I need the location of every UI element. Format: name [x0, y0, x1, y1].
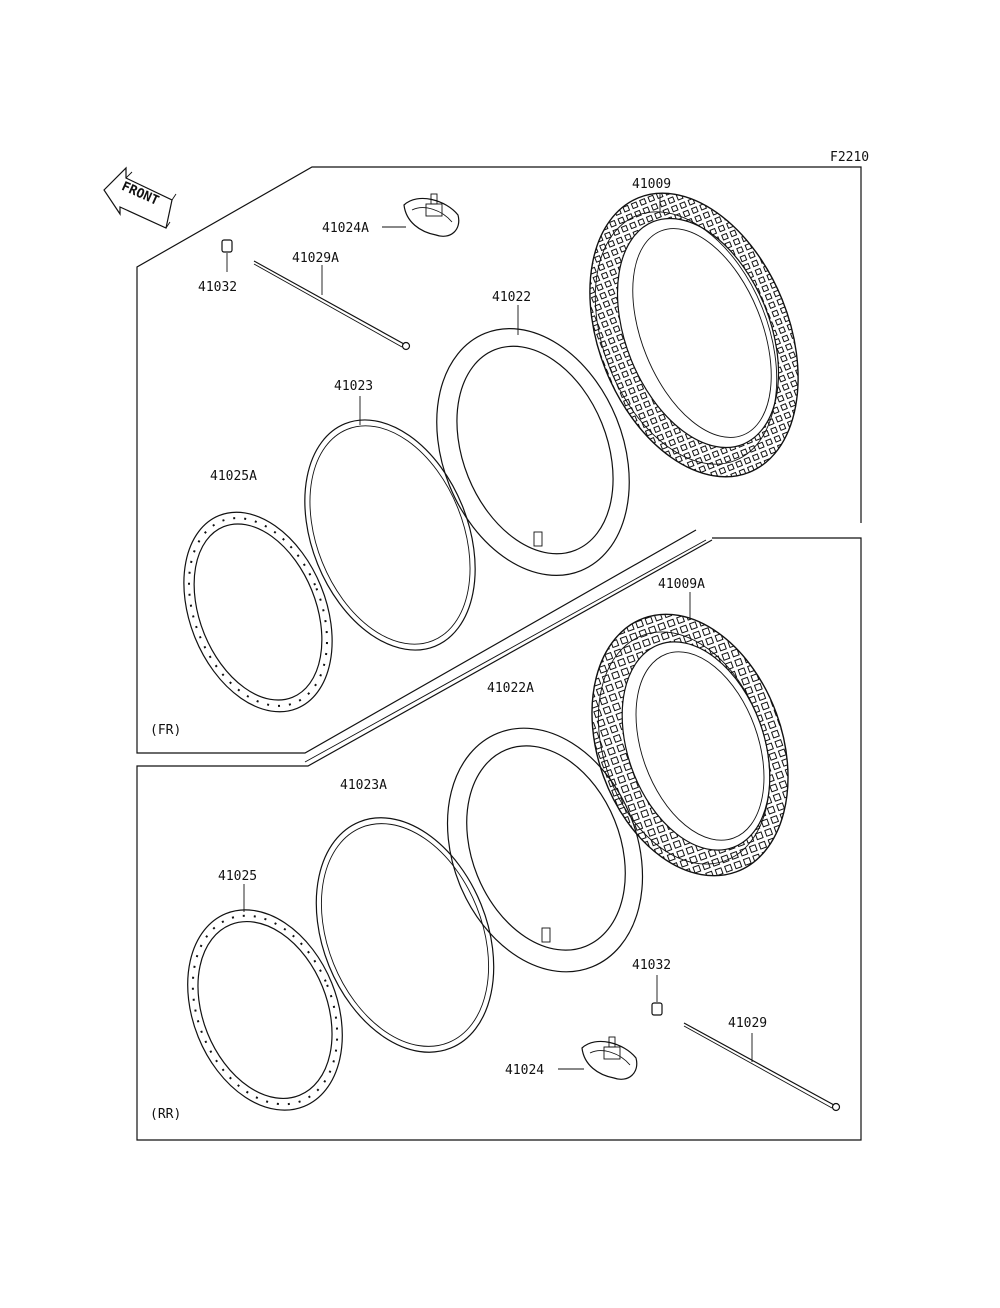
part-41022A-label: 41022A — [487, 681, 534, 696]
front-arrow-icon: FRONT — [103, 166, 177, 229]
figure-code: F2210 — [830, 150, 869, 165]
part-41029-label: 41029 — [728, 1016, 767, 1031]
rear-section-frame — [136, 537, 862, 1141]
rear-rim-ring — [315, 817, 495, 1053]
part-41025-label: 41025 — [218, 869, 257, 884]
rear-spoke — [683, 1022, 841, 1112]
front-rim — [183, 511, 333, 713]
front-section-frame — [136, 166, 862, 754]
front-section-label: (FR) — [150, 723, 181, 738]
part-41025A-label: 41025A — [210, 469, 257, 484]
rear-tube — [446, 727, 644, 973]
part-41022-label: 41022 — [492, 290, 531, 305]
part-41023A-label: 41023A — [340, 778, 387, 793]
front-spoke-nipple — [221, 239, 233, 253]
part-41032-rear-label: 41032 — [632, 958, 671, 973]
part-41024-label: 41024 — [505, 1063, 544, 1078]
rear-tire — [591, 613, 789, 877]
part-41009-label: 41009 — [632, 177, 671, 192]
rear-section-label: (RR) — [150, 1107, 181, 1122]
rear-spoke-nipple — [651, 1002, 663, 1016]
part-41009A-label: 41009A — [658, 577, 705, 592]
front-tire — [589, 192, 799, 478]
front-spoke — [253, 260, 411, 351]
rear-rim-band — [581, 1036, 638, 1080]
part-41032-front-label: 41032 — [198, 280, 237, 295]
part-41024A-label: 41024A — [322, 221, 369, 236]
part-41029A-label: 41029A — [292, 251, 339, 266]
front-arrow-label: FRONT — [119, 179, 161, 209]
front-tube — [436, 328, 630, 576]
part-41023-label: 41023 — [334, 379, 373, 394]
front-rim-ring — [304, 419, 476, 651]
front-rim-band — [403, 193, 460, 237]
rear-rim — [187, 909, 343, 1111]
